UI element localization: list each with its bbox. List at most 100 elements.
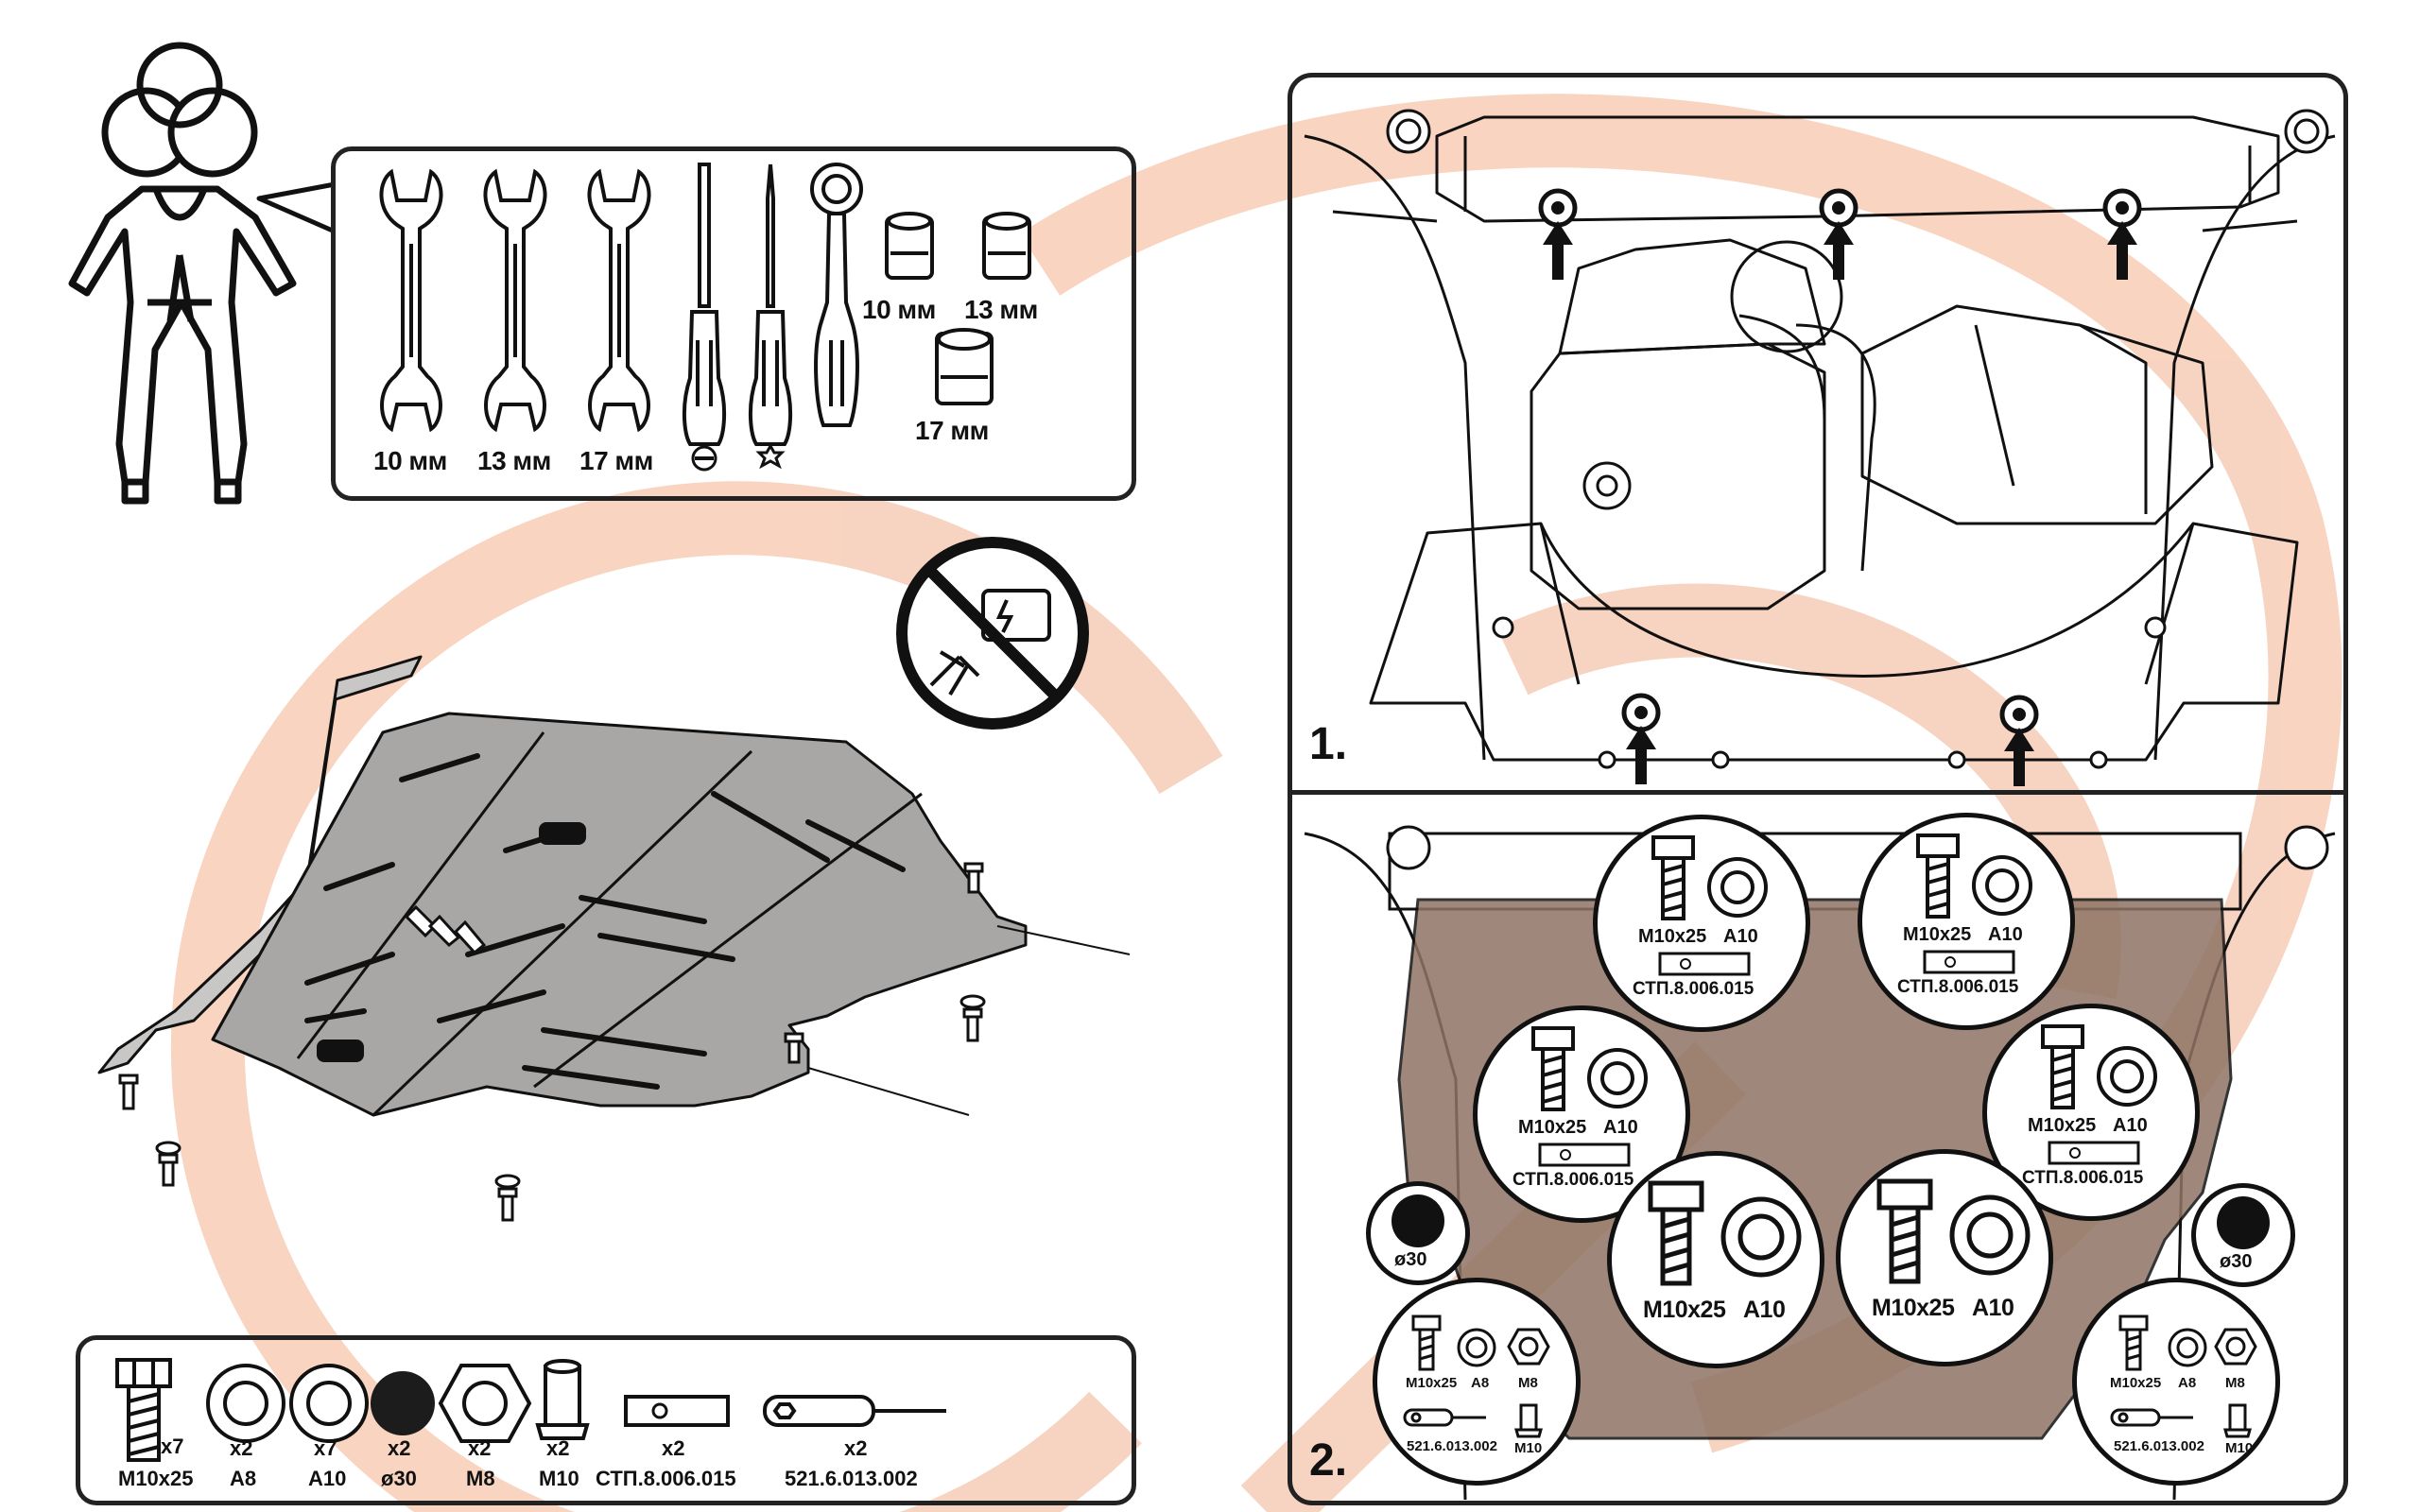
part-label: A10 (308, 1467, 347, 1490)
small-bracket-label: 521.6.013.002 (1407, 1438, 1497, 1454)
callout-plate-label: СТП.8.006.015 (1512, 1170, 1634, 1190)
bolt-icon (2041, 1024, 2084, 1109)
insert-nut-icon (2223, 1403, 2252, 1438)
part-qty: x2 (468, 1436, 492, 1460)
tools-bubble-tail (256, 181, 337, 234)
part-label: M8 (466, 1467, 495, 1490)
plate-icon (1658, 952, 1751, 976)
part-label: ø30 (381, 1467, 417, 1490)
part-qty: x7 (161, 1435, 184, 1458)
callout-bolt-label: M10x25 (1903, 924, 1972, 945)
bolt-icon (1531, 1026, 1575, 1111)
callout-washer-label: A10 (1743, 1297, 1786, 1323)
torx-screwdriver-icon (748, 163, 793, 470)
plate-icon (624, 1395, 730, 1427)
bracket-icon (1403, 1408, 1486, 1427)
callout-washer-label: A10 (1603, 1117, 1638, 1138)
small-bracket-label: 521.6.013.002 (2114, 1438, 2204, 1454)
callout-bolt-label: M10x25 (1638, 926, 1707, 947)
bolt-icon (1876, 1178, 1933, 1284)
part-label: M10 (539, 1467, 579, 1490)
part-qty: x2 (662, 1436, 685, 1460)
bolt-icon (1648, 1180, 1704, 1286)
socket-size-label: 17 мм (915, 416, 989, 445)
no-welding-icon (896, 537, 1089, 730)
plate-icon (1538, 1143, 1631, 1167)
plug-label: ø30 (1394, 1249, 1427, 1270)
callout-plate-label: СТП.8.006.015 (1633, 979, 1754, 999)
callout-plate-label: СТП.8.006.015 (2022, 1168, 2144, 1188)
ratchet-icon (810, 163, 863, 427)
callout-bolt-label: M10x25 (1518, 1117, 1587, 1138)
insert-nut-icon (535, 1359, 590, 1440)
bolt-icon (1916, 833, 1960, 919)
flat-screwdriver-icon (682, 163, 727, 472)
washer-icon (2097, 1046, 2157, 1107)
callout-bolt-label: M10x25 (1872, 1295, 1955, 1321)
small-washer-label: A8 (2178, 1375, 2197, 1391)
socket-icon (935, 328, 994, 405)
bracket-icon (2110, 1408, 2193, 1427)
plate-icon (2048, 1141, 2140, 1165)
bolt-icon (1411, 1314, 1442, 1371)
socket-size-label: 13 мм (964, 295, 1038, 324)
socket-size-label: 10 мм (862, 295, 936, 324)
worker-icon (68, 42, 297, 505)
small-nut-label: M8 (1518, 1375, 1538, 1391)
plug-icon (1392, 1194, 1444, 1247)
washer-icon (1972, 855, 2032, 916)
wrench-icon (587, 168, 651, 433)
callout-washer-label: A10 (1723, 926, 1758, 947)
washer-icon (1457, 1328, 1496, 1367)
socket-icon (885, 212, 934, 280)
washer-icon (2168, 1328, 2207, 1367)
wrench-size-label: 17 мм (579, 446, 653, 475)
part-qty: x7 (314, 1436, 337, 1460)
part-qty: x2 (230, 1436, 253, 1460)
wrench-size-label: 10 мм (373, 446, 447, 475)
step-number: 2. (1309, 1435, 1348, 1486)
washer-icon (289, 1364, 369, 1443)
wrench-icon (483, 168, 547, 433)
washer-icon (1949, 1194, 2031, 1276)
small-bolt-label: M10x25 (1406, 1375, 1458, 1391)
nut-icon (1507, 1328, 1550, 1366)
callout-plate-label: СТП.8.006.015 (1897, 977, 2019, 997)
small-nut-label: M8 (2225, 1375, 2245, 1391)
callout-washer-label: A10 (1972, 1295, 2014, 1321)
tools-panel (331, 146, 1136, 501)
plate-icon (1923, 950, 2015, 974)
washer-icon (1587, 1048, 1648, 1108)
part-qty: x2 (546, 1436, 570, 1460)
plug-icon (2217, 1196, 2270, 1249)
part-qty: x2 (388, 1436, 411, 1460)
step-divider (1292, 790, 2343, 795)
washer-icon (1707, 857, 1768, 918)
nut-icon (438, 1364, 532, 1443)
small-insert-label: M10 (1514, 1440, 1543, 1456)
part-label: СТП.8.006.015 (596, 1467, 736, 1490)
bolt-icon (115, 1358, 172, 1462)
step-number: 1. (1309, 719, 1348, 769)
wrench-size-label: 13 мм (477, 446, 551, 475)
bracket-icon (763, 1395, 946, 1427)
part-label: 521.6.013.002 (785, 1467, 918, 1490)
plug-icon (371, 1371, 435, 1435)
engine-bay-diagram (1304, 109, 2336, 786)
parts-list-panel (76, 1335, 1136, 1505)
socket-icon (982, 212, 1031, 280)
callout-washer-label: A10 (1988, 924, 2023, 945)
small-insert-label: M10 (2225, 1440, 2254, 1456)
part-qty: x2 (844, 1436, 868, 1460)
insert-nut-icon (1514, 1403, 1543, 1438)
washer-icon (1720, 1196, 1802, 1278)
part-label: M10x25 (118, 1467, 194, 1490)
small-washer-label: A8 (1471, 1375, 1490, 1391)
installation-panel (1288, 73, 2348, 1505)
small-bolt-label: M10x25 (2110, 1375, 2162, 1391)
bolt-icon (1651, 835, 1695, 920)
washer-icon (206, 1364, 285, 1443)
callout-bolt-label: M10x25 (2028, 1115, 2097, 1136)
nut-icon (2214, 1328, 2257, 1366)
plug-label: ø30 (2220, 1251, 2253, 1272)
